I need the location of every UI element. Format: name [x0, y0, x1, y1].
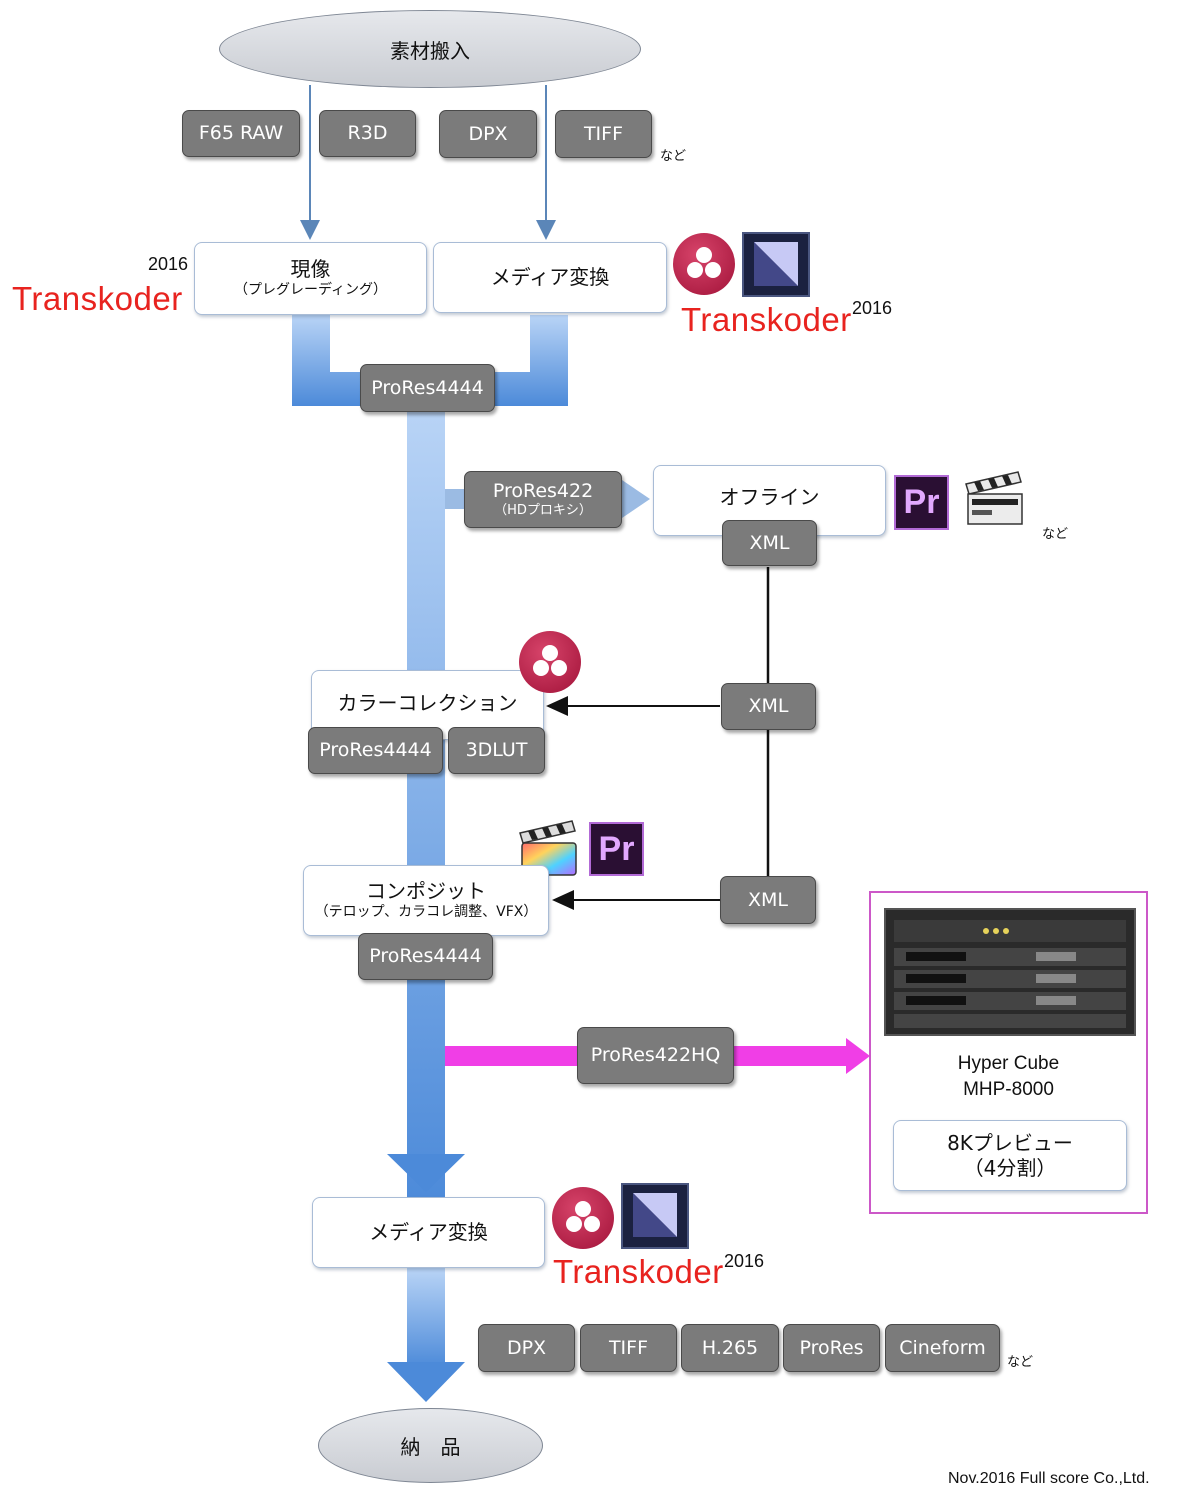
- final-cut-pro-icon: [962, 466, 1026, 528]
- end-node-label: 納 品: [400, 1435, 461, 1459]
- input-format-r3d: R3D: [319, 110, 416, 157]
- composite-subtitle: （テロップ、カラコレ調整、VFX）: [314, 904, 538, 921]
- composite-title: コンポジット: [366, 879, 486, 904]
- format-label: DPX: [506, 1336, 547, 1359]
- start-node-ingest: 素材搬入: [219, 10, 641, 88]
- composite-box: コンポジット （テロップ、カラコレ調整、VFX）: [303, 865, 549, 936]
- proxy-prores422: ProRes422 （HDプロキシ）: [464, 471, 622, 528]
- output-format-cineform: Cineform: [885, 1324, 1000, 1372]
- format-label: ProRes422HQ: [590, 1044, 721, 1067]
- preview-prores422hq: ProRes422HQ: [577, 1027, 734, 1084]
- develop-title: 現像: [290, 257, 331, 282]
- media-convert-box-final: メディア変換: [312, 1197, 545, 1268]
- cc-output-prores4444: ProRes4444: [308, 727, 443, 774]
- format-label: ProRes4444: [371, 376, 484, 399]
- output-etc-note: など: [1007, 1355, 1034, 1370]
- transkoder-logo-left: Transkoder: [12, 280, 183, 317]
- input-format-f65raw: F65 RAW: [182, 110, 300, 157]
- input-format-dpx: DPX: [439, 110, 537, 158]
- end-node-delivery: 納 品: [318, 1408, 543, 1483]
- final-convert-label: メディア変換: [369, 1220, 488, 1244]
- 8k-preview-box: 8Kプレビュー （4分割）: [893, 1120, 1127, 1191]
- hyper-cube-panel: Hyper Cube MHP-8000 8Kプレビュー （4分割）: [869, 891, 1148, 1214]
- transkoder-logo-top: Transkoder: [681, 301, 852, 338]
- premiere-pro-icon: Pr: [589, 822, 644, 876]
- output-format-prores: ProRes: [783, 1324, 880, 1372]
- offline-xml: XML: [722, 520, 817, 566]
- premiere-label: Pr: [903, 483, 940, 521]
- output-format-h265: H.265: [681, 1324, 779, 1372]
- davinci-resolve-icon: [552, 1187, 614, 1249]
- xml-label: XML: [748, 888, 788, 911]
- input-etc-note: など: [660, 149, 687, 164]
- transkoder-year-bottom: 2016: [724, 1251, 765, 1271]
- output-format-dpx: DPX: [478, 1324, 575, 1372]
- davinci-resolve-icon: [673, 233, 735, 295]
- offline-title: オフライン: [719, 485, 820, 509]
- prores4444-merge: ProRes4444: [360, 364, 495, 412]
- xml-to-composite: XML: [720, 876, 816, 924]
- cc-output-3dlut: 3DLUT: [448, 727, 545, 774]
- hyper-cube-model: MHP-8000: [963, 1079, 1054, 1100]
- format-label: TIFF: [608, 1336, 649, 1359]
- hyper-cube-name-block: Hyper Cube MHP-8000: [871, 1051, 1146, 1103]
- xml-label: XML: [749, 531, 790, 554]
- transkoder-year-left: 2016: [148, 254, 189, 274]
- premiere-pro-icon: Pr: [894, 475, 949, 530]
- transkoder-year-top: 2016: [852, 298, 893, 318]
- composite-output-prores4444: ProRes4444: [358, 933, 493, 980]
- develop-subtitle: （プレグレーディング）: [233, 282, 388, 299]
- media-encoder-icon: [621, 1183, 689, 1249]
- format-label: DPX: [468, 122, 508, 145]
- media-convert-label: メディア変換: [490, 265, 610, 289]
- davinci-resolve-icon: [519, 631, 581, 693]
- media-encoder-icon: [742, 232, 810, 297]
- credit-text: Nov.2016 Full score Co.,Ltd.: [948, 1470, 1150, 1487]
- format-label: ProRes4444: [369, 945, 482, 968]
- format-label: R3D: [347, 122, 388, 145]
- offline-etc-note: など: [1042, 527, 1069, 542]
- output-format-tiff: TIFF: [580, 1324, 677, 1372]
- format-label: ProRes: [799, 1336, 864, 1359]
- transkoder-logo-bottom: Transkoder: [553, 1253, 724, 1290]
- format-label: F65 RAW: [198, 122, 284, 145]
- hyper-cube-name: Hyper Cube: [957, 1053, 1060, 1074]
- premiere-label: Pr: [598, 829, 635, 868]
- start-node-label: 素材搬入: [390, 38, 470, 63]
- 8k-preview-title: 8Kプレビュー: [947, 1130, 1073, 1155]
- hyper-cube-device-image: [884, 908, 1136, 1036]
- develop-box: 現像 （プレグレーディング）: [194, 242, 427, 315]
- 8k-preview-subtitle: （4分割）: [963, 1155, 1057, 1180]
- xml-to-color-correction: XML: [721, 683, 816, 730]
- format-label: 3DLUT: [465, 739, 528, 762]
- format-label: H.265: [701, 1336, 759, 1359]
- color-correction-title: カラーコレクション: [337, 690, 518, 715]
- format-label: Cineform: [899, 1336, 986, 1359]
- input-format-tiff: TIFF: [555, 110, 652, 158]
- format-label: TIFF: [583, 122, 624, 145]
- format-label: ProRes4444: [319, 739, 432, 762]
- proxy-title: ProRes422: [492, 479, 594, 502]
- xml-label: XML: [748, 695, 789, 718]
- media-convert-box-top: メディア変換: [433, 242, 667, 313]
- proxy-subtitle: （HDプロキシ）: [494, 502, 592, 518]
